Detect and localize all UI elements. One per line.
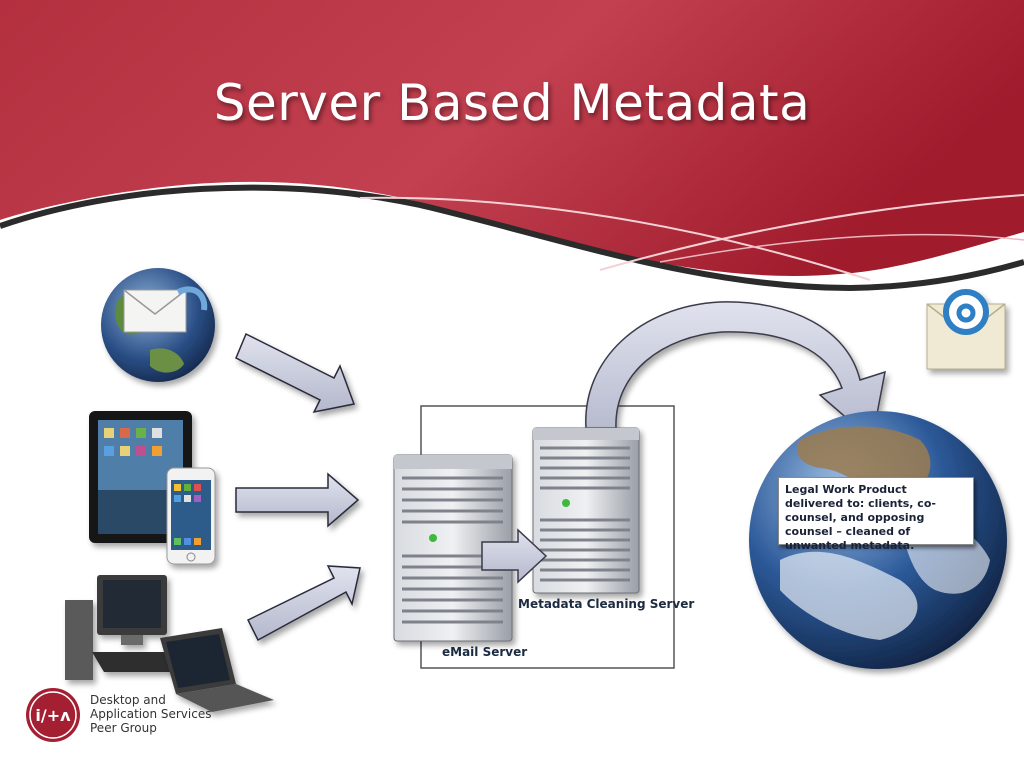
smartphone-device [166,467,216,565]
arrow-from-mobile [235,472,360,528]
email-at-icon [926,289,1006,370]
cleaning-server [532,427,640,594]
email-server [393,454,513,642]
logo-text: Desktop and Application Services Peer Gr… [90,693,211,735]
email-server-label: eMail Server [442,645,528,659]
logo-line-1: Desktop and [90,693,166,707]
arrow-from-web [235,332,356,414]
delivery-arrow [585,301,886,442]
header-wave-light-2 [599,194,1024,271]
header-wave-dark [0,184,1024,292]
header-wave-light-1 [359,196,871,281]
header-band [0,0,1024,276]
logo-line-3: Peer Group [90,721,157,735]
delivery-callout: Legal Work Product delivered to: clients… [778,477,974,552]
laptop-computer [160,628,274,712]
logo-circle [26,688,80,742]
desktop-computer [65,575,182,680]
arrow-from-desktop [246,565,361,642]
slide-title: Server Based Metadata [213,74,811,132]
web-mail-globe [101,268,215,382]
logo-line-2: Application Services [90,707,212,721]
logo-ring [29,691,77,739]
logo-glyph: i/+ʌ [35,705,71,725]
cleaning-server-label: Metadata Cleaning Server [518,597,695,611]
server-to-cleaning-arrow [481,528,548,584]
header-wave-light-3 [659,233,1024,263]
